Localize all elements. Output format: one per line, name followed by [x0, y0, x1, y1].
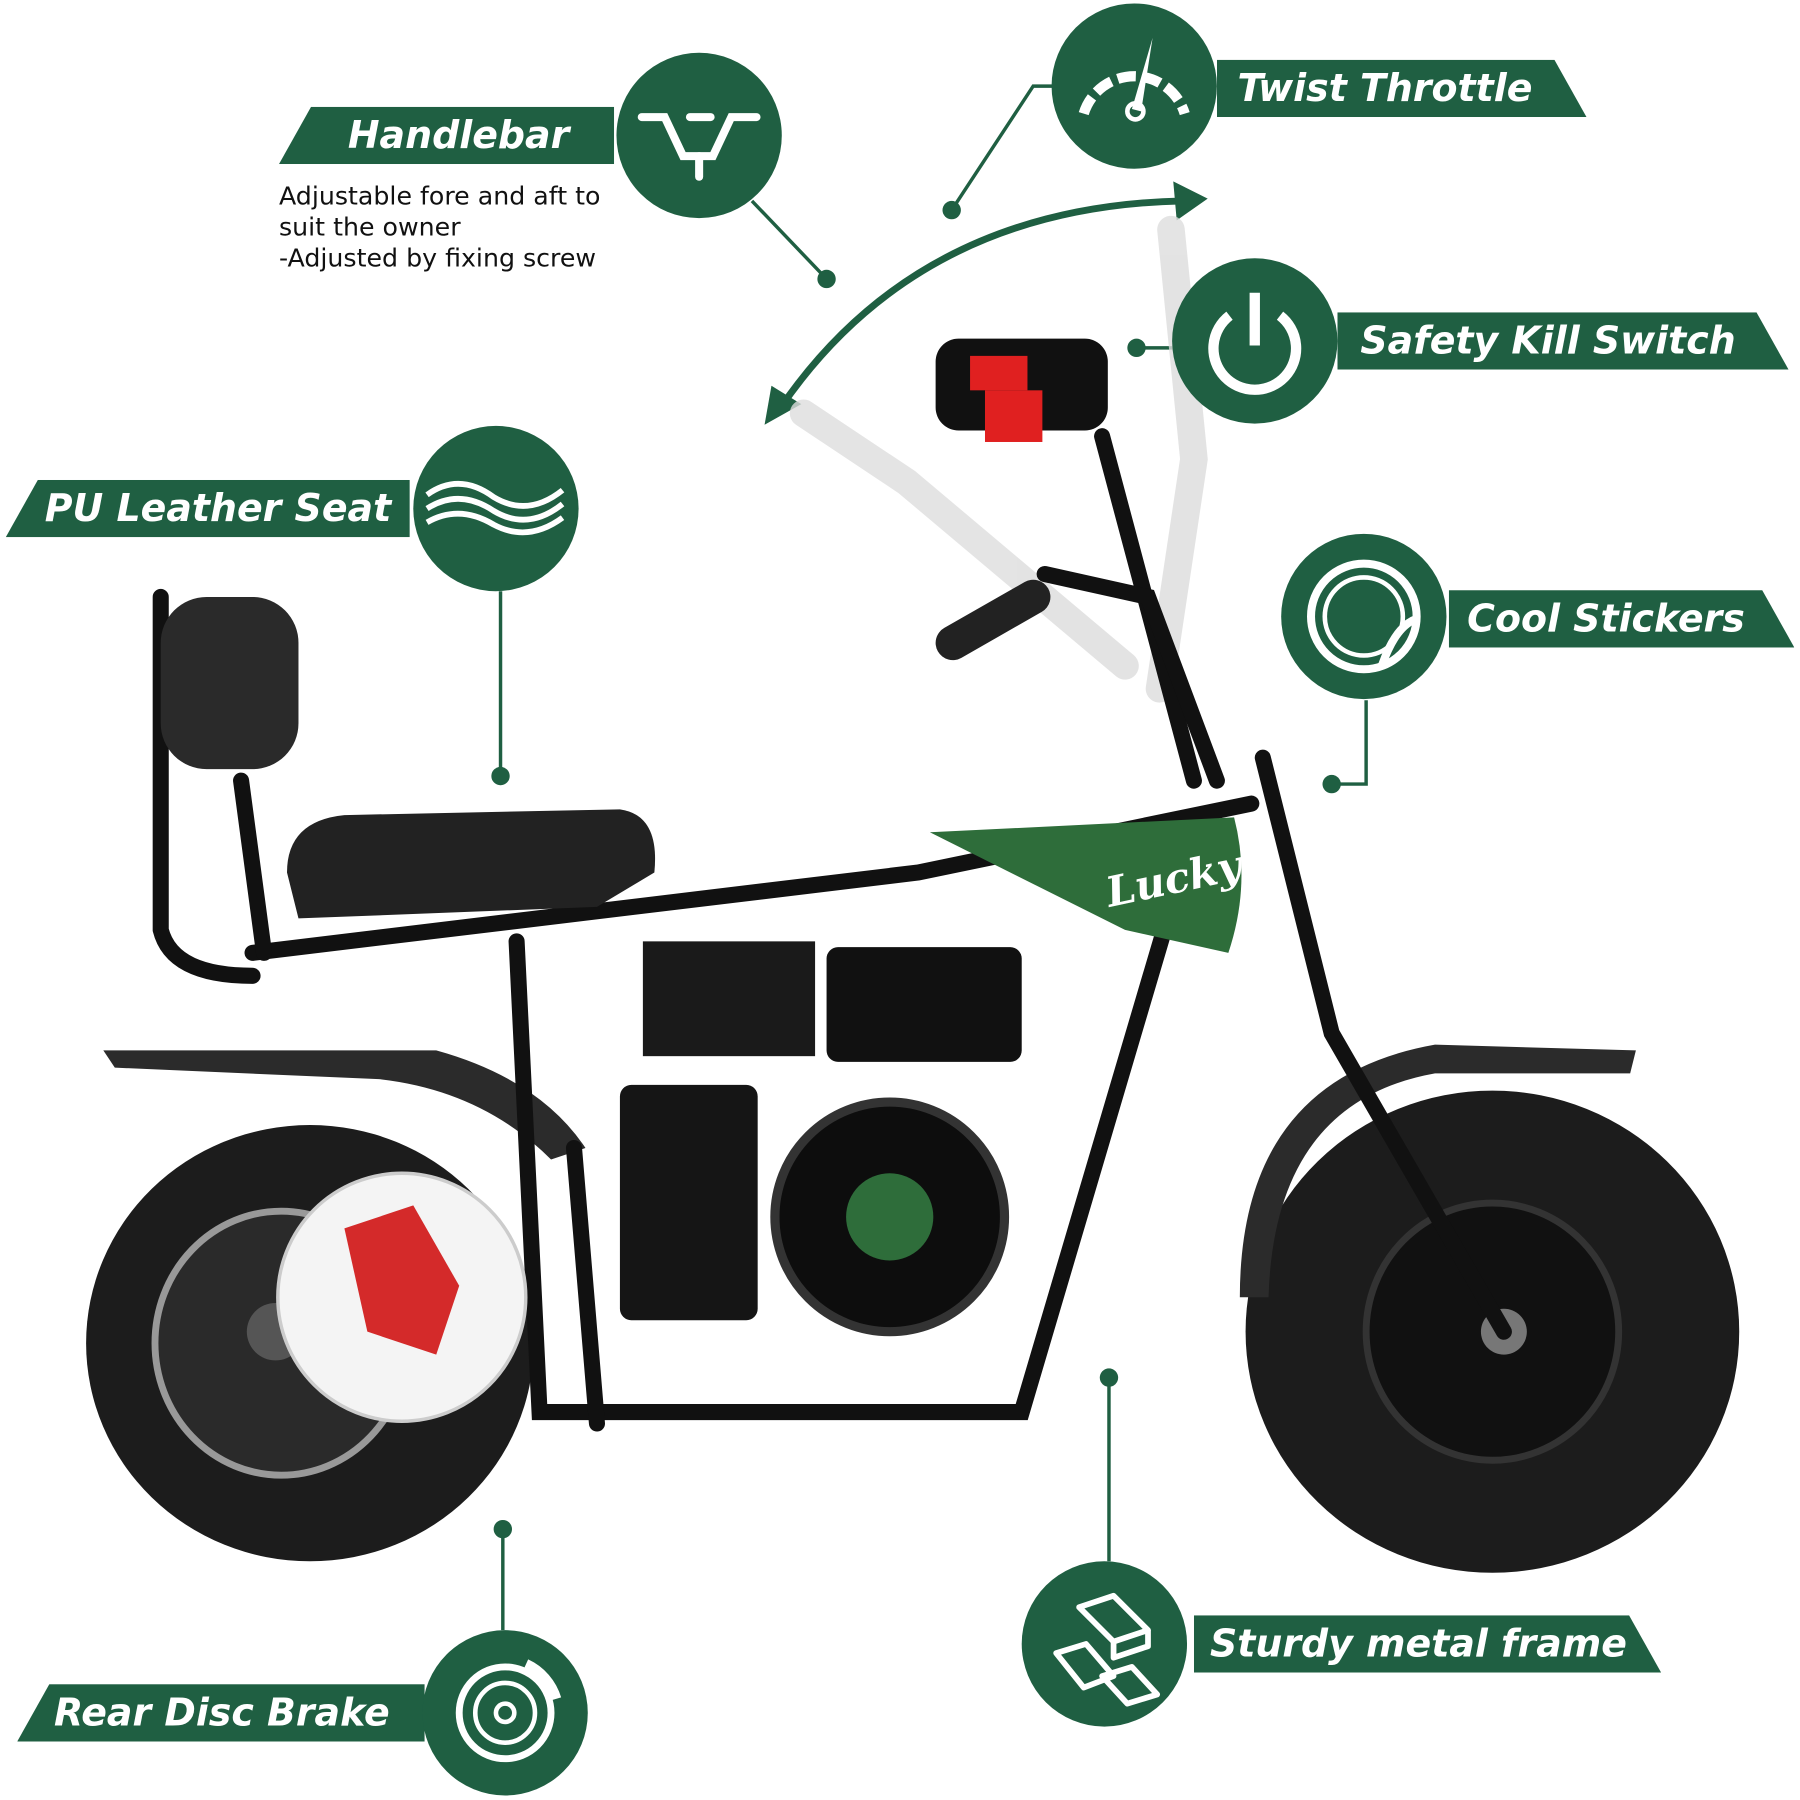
- disc-brake-icon: [422, 1630, 588, 1796]
- power-icon: [1172, 258, 1338, 424]
- connector-dots: [491, 200, 1341, 1539]
- connector-lines: [498, 84, 1368, 1631]
- feature-seat-label: PU Leather Seat: [5, 479, 410, 538]
- camo-decal: [929, 817, 1242, 953]
- feature-stickers-label: Cool Stickers: [1449, 590, 1795, 647]
- desc-line: suit the owner: [278, 213, 461, 243]
- leather-icon: [413, 425, 579, 592]
- adjust-arc-arrow: [764, 181, 1208, 425]
- metal-frame: [152, 428, 1512, 1432]
- sticker-icon: [1281, 533, 1447, 700]
- feature-handlebar-label: Handlebar: [278, 106, 615, 165]
- feature-brake-label: Rear Disc Brake: [17, 1684, 425, 1742]
- brake-caliper: [344, 1205, 460, 1355]
- metal-bars-icon: [1021, 1561, 1188, 1727]
- seat: [287, 809, 656, 919]
- handlebar-description: Adjustable fore and aft to suit the owne…: [279, 181, 601, 274]
- feature-frame-label: Sturdy metal frame: [1194, 1615, 1661, 1672]
- speedometer-icon: [1051, 3, 1217, 169]
- feature-kill-switch-label: Safety Kill Switch: [1337, 312, 1788, 369]
- front-wheel: [1245, 1090, 1740, 1573]
- feature-twist-throttle-label: Twist Throttle: [1217, 60, 1587, 117]
- desc-line: -Adjusted by fixing screw: [278, 244, 597, 274]
- desc-line: Adjustable fore and aft to: [278, 182, 601, 212]
- handlebar-icon: [616, 52, 782, 219]
- backrest: [160, 596, 299, 770]
- engine: [619, 941, 1022, 1337]
